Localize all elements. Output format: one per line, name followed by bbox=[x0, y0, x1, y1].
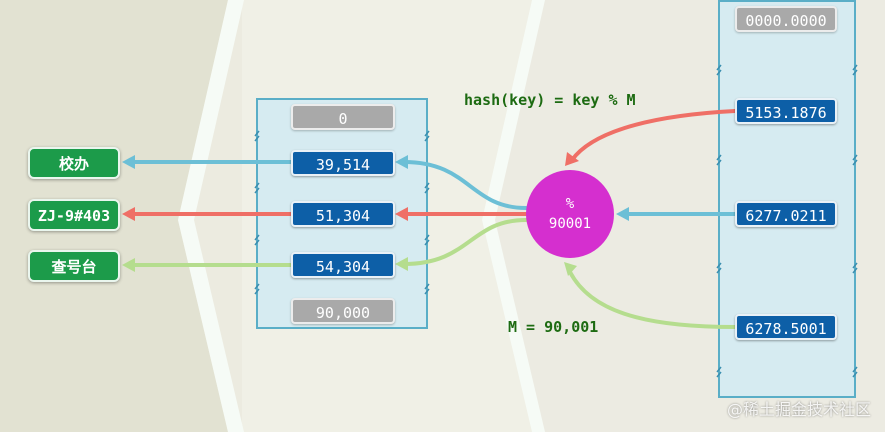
hash-node-modulus: 90001 bbox=[548, 216, 592, 232]
break-marks bbox=[254, 64, 858, 378]
break-mark bbox=[424, 234, 430, 246]
break-mark bbox=[254, 130, 260, 142]
arrowhead bbox=[616, 207, 629, 221]
output-box-office: 校办 bbox=[28, 147, 120, 179]
break-mark bbox=[716, 262, 722, 274]
slot-cell-4: 90,000 bbox=[291, 298, 395, 324]
hash-node: % 90001 bbox=[526, 170, 614, 258]
arrowhead bbox=[122, 258, 135, 272]
break-mark bbox=[716, 154, 722, 166]
break-mark bbox=[852, 154, 858, 166]
arrow-green-hash-to-slot bbox=[402, 218, 528, 266]
output-box-room: ZJ-9#403 bbox=[28, 199, 120, 231]
break-mark bbox=[254, 234, 260, 246]
break-mark bbox=[716, 366, 722, 378]
arrowhead bbox=[395, 155, 408, 169]
arrowhead bbox=[122, 207, 135, 221]
arrow-red-key-to-hash bbox=[570, 109, 737, 162]
key-cell-3: 6278.5001 bbox=[735, 314, 837, 340]
break-mark bbox=[716, 64, 722, 76]
watermark: @稀土掘金技术社区 bbox=[726, 400, 871, 419]
slot-cell-2: 51,304 bbox=[291, 201, 395, 227]
key-cell-1: 5153.1876 bbox=[735, 98, 837, 124]
break-mark bbox=[254, 182, 260, 194]
arrowhead bbox=[564, 262, 577, 276]
arrowhead bbox=[395, 207, 408, 221]
break-mark bbox=[852, 262, 858, 274]
arrow-green-key-to-hash bbox=[568, 270, 737, 329]
break-mark bbox=[424, 130, 430, 142]
slot-cell-3: 54,304 bbox=[291, 252, 395, 278]
arrowhead bbox=[122, 155, 135, 169]
modulus-label: M = 90,001 bbox=[508, 318, 599, 336]
break-mark bbox=[254, 283, 260, 295]
arrowhead bbox=[565, 152, 579, 166]
slot-cell-1: 39,514 bbox=[291, 150, 395, 176]
break-mark bbox=[424, 283, 430, 295]
key-cell-2: 6277.0211 bbox=[735, 201, 837, 227]
hash-node-operator: % bbox=[565, 196, 575, 212]
key-cell-0: 0000.0000 bbox=[735, 6, 837, 32]
break-mark bbox=[424, 182, 430, 194]
slot-cell-0: 0 bbox=[291, 104, 395, 130]
hash-formula: hash(key) = key % M bbox=[464, 91, 636, 109]
arrow-blue-hash-to-slot bbox=[402, 160, 528, 210]
break-mark bbox=[852, 64, 858, 76]
arrowhead bbox=[395, 257, 408, 271]
output-box-directory: 查号台 bbox=[28, 250, 120, 282]
break-mark bbox=[852, 366, 858, 378]
